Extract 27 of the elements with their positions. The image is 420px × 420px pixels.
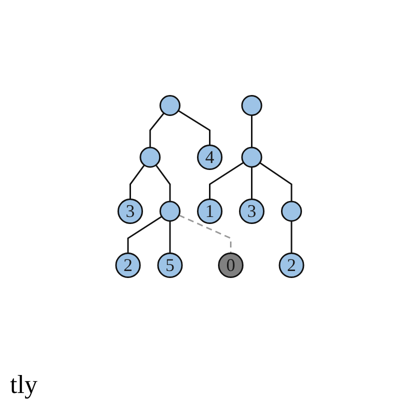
connector — [150, 112, 165, 148]
connector — [260, 162, 292, 202]
connector — [251, 166, 253, 199]
node-circle: 0 — [218, 252, 244, 278]
node-circle: 5 — [158, 252, 183, 278]
node-circle: 2 — [279, 252, 304, 278]
node-circle: 1 — [197, 198, 223, 224]
connector — [291, 220, 292, 253]
connector — [170, 220, 171, 253]
node-circle — [160, 200, 181, 222]
connector — [128, 216, 162, 253]
node-circle: 3 — [118, 198, 144, 224]
connector — [251, 114, 253, 148]
node-circle — [242, 146, 262, 168]
node-circle — [160, 94, 181, 116]
caption-fragment: tly — [10, 370, 38, 400]
node-circle — [281, 200, 302, 222]
connector — [209, 162, 244, 199]
connector — [156, 164, 171, 202]
connector — [178, 214, 232, 253]
node-circle — [140, 146, 161, 168]
node-circle: 2 — [116, 252, 141, 278]
connector — [130, 164, 146, 199]
node-circle: 3 — [239, 198, 265, 224]
connector — [178, 110, 211, 145]
node-circle: 4 — [197, 144, 223, 170]
node-circle — [242, 94, 262, 116]
